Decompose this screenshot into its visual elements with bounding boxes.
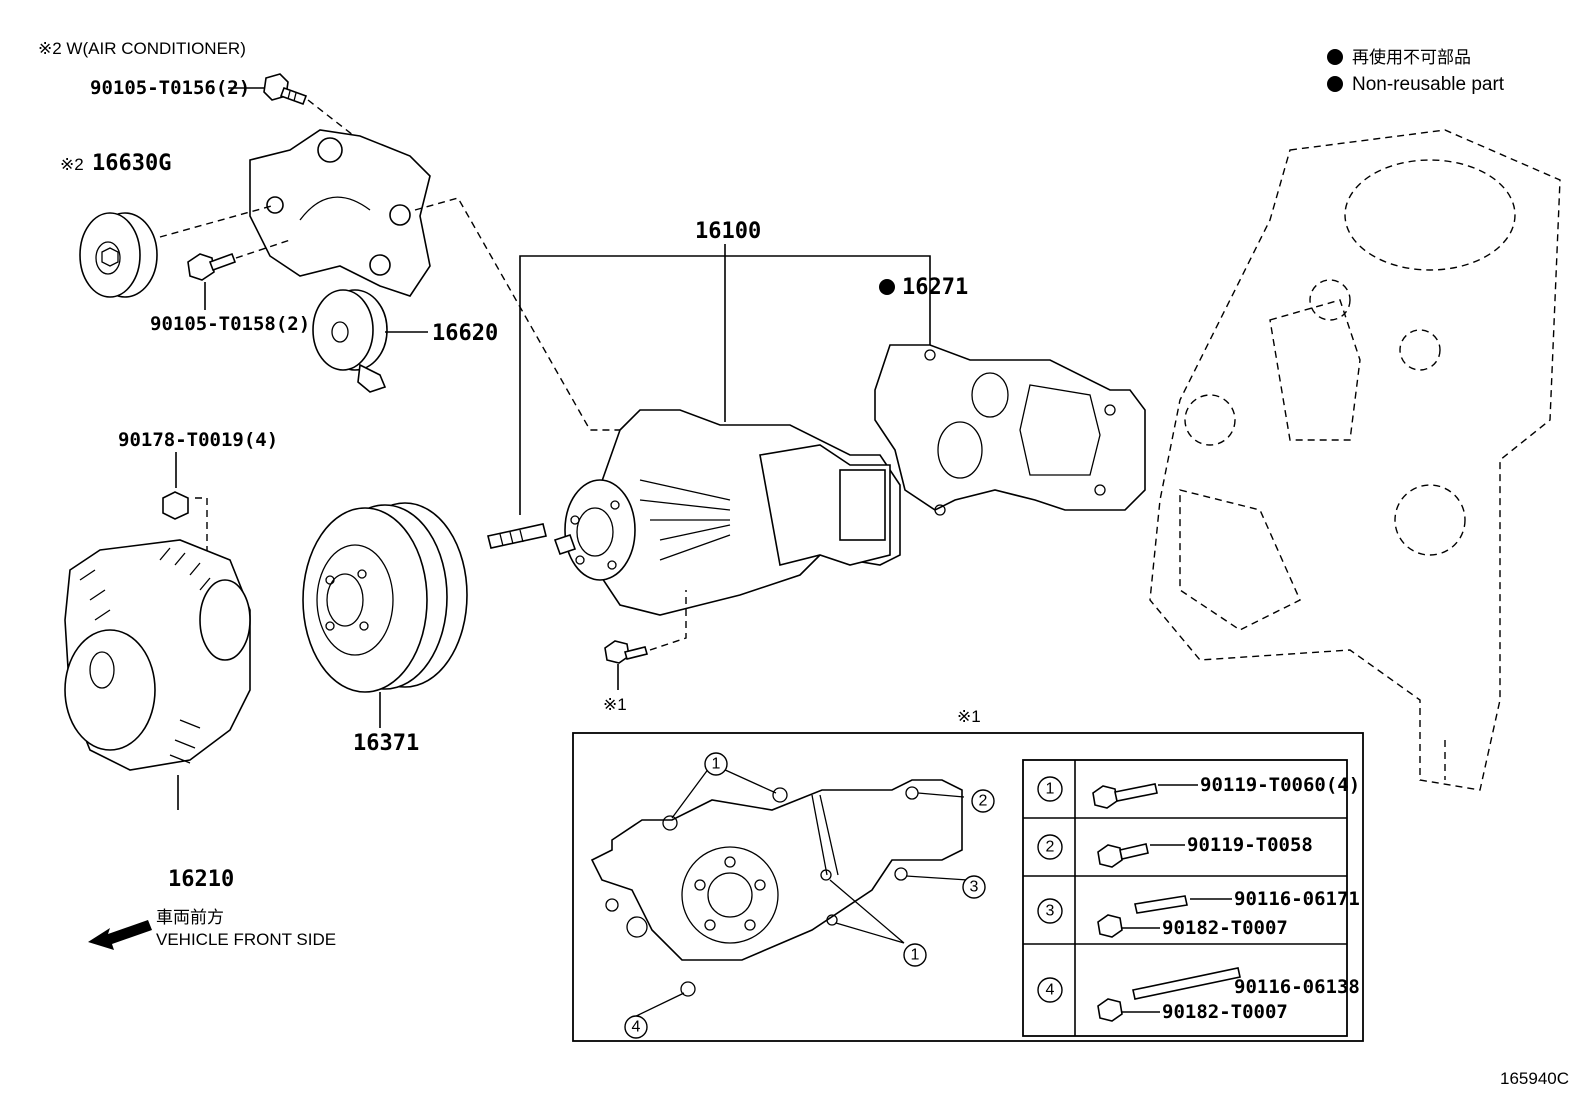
tensioner-pulley-16620[interactable]: 16620 (312, 289, 498, 393)
bolt-90105-t0158[interactable]: 90105-T0158(2) (150, 239, 310, 335)
svg-text:4: 4 (632, 1019, 641, 1036)
part-number-16100: 16100 (695, 219, 761, 244)
detail-box: ※1 (572, 707, 1364, 1042)
fan-clutch-16210[interactable]: 16210 (64, 539, 251, 892)
svg-text:1: 1 (712, 756, 721, 773)
bolt-mark-1[interactable]: ※1 (603, 590, 687, 714)
part-number-90105-t0156: 90105-T0156(2) (90, 77, 250, 99)
table-row: 1 90119-T0060(4) (1037, 774, 1360, 809)
engine-block-reference (1149, 129, 1561, 791)
svg-text:4: 4 (1046, 982, 1055, 999)
svg-text:3: 3 (1046, 903, 1055, 920)
figure-id: 165940C (1500, 1069, 1569, 1088)
front-arrow-icon (88, 920, 152, 950)
callout-1a: 1 (704, 752, 728, 776)
water-pump-assembly-16100[interactable]: 16100 (487, 219, 931, 616)
part-number-16620: 16620 (432, 321, 498, 346)
svg-text:1: 1 (1046, 781, 1055, 798)
fan-pulley-16371[interactable]: 16371 (302, 502, 468, 756)
non-reusable-dot-icon (1327, 76, 1343, 92)
pump-body-sketch (590, 763, 969, 1019)
callout-4: 4 (624, 1015, 648, 1039)
tensioner-bracket[interactable] (249, 129, 431, 297)
idler-pulley-16630g[interactable]: ※2 16630G (60, 151, 276, 298)
non-reusable-dot-icon (1327, 49, 1343, 65)
table-row: 4 90116-06138 90182-T0007 (1037, 967, 1360, 1023)
part-number-90116-06138: 90116-06138 (1234, 976, 1360, 998)
part-number-90178-t0019: 90178-T0019(4) (118, 429, 278, 451)
direction-jp: 車両前方 (156, 908, 224, 927)
gasket-16271[interactable]: 16271 (874, 275, 1146, 516)
callout-3: 3 (962, 875, 986, 899)
detail-title: ※1 (957, 707, 981, 726)
bolt-90105-t0156[interactable]: 90105-T0156(2) (90, 73, 386, 161)
callout-1b: 1 (903, 943, 927, 967)
part-number-90119-t0060: 90119-T0060(4) (1200, 774, 1360, 796)
part-number-16271: 16271 (902, 275, 968, 300)
legend-en: Non-reusable part (1352, 74, 1505, 95)
part-number-16371: 16371 (353, 731, 419, 756)
part-number-16210: 16210 (168, 867, 234, 892)
detail-frame (572, 732, 1364, 1042)
part-number-90182-t0007: 90182-T0007 (1162, 1001, 1288, 1023)
legend-jp: 再使用不可部品 (1352, 47, 1471, 67)
svg-text:2: 2 (979, 793, 988, 810)
part-number-90116-06171: 90116-06171 (1234, 888, 1360, 910)
svg-text:3: 3 (970, 879, 979, 896)
vehicle-front-indicator: 車両前方 VEHICLE FRONT SIDE (88, 908, 336, 950)
legend: 再使用不可部品 Non-reusable part (1327, 47, 1505, 95)
idler-mark: ※2 (60, 155, 84, 174)
callout-2: 2 (971, 789, 995, 813)
part-number-90119-t0058: 90119-T0058 (1187, 834, 1313, 856)
part-number-16630g: 16630G (92, 151, 171, 176)
part-number-90105-t0158: 90105-T0158(2) (150, 313, 310, 335)
svg-text:2: 2 (1046, 839, 1055, 856)
part-number-90182-t0007: 90182-T0007 (1162, 917, 1288, 939)
non-reusable-dot-icon (879, 279, 895, 295)
direction-en: VEHICLE FRONT SIDE (156, 930, 336, 949)
svg-text:1: 1 (911, 947, 920, 964)
parts-table: 1 90119-T0060(4) 2 90119-T0058 3 (1022, 759, 1360, 1037)
condition-note: ※2 W(AIR CONDITIONER) (38, 39, 246, 58)
table-row: 2 90119-T0058 (1037, 834, 1313, 868)
table-row: 3 90116-06171 90182-T0007 (1037, 888, 1360, 939)
mark-1-label: ※1 (603, 695, 627, 714)
nut-90178-t0019[interactable]: 90178-T0019(4) (118, 429, 278, 590)
